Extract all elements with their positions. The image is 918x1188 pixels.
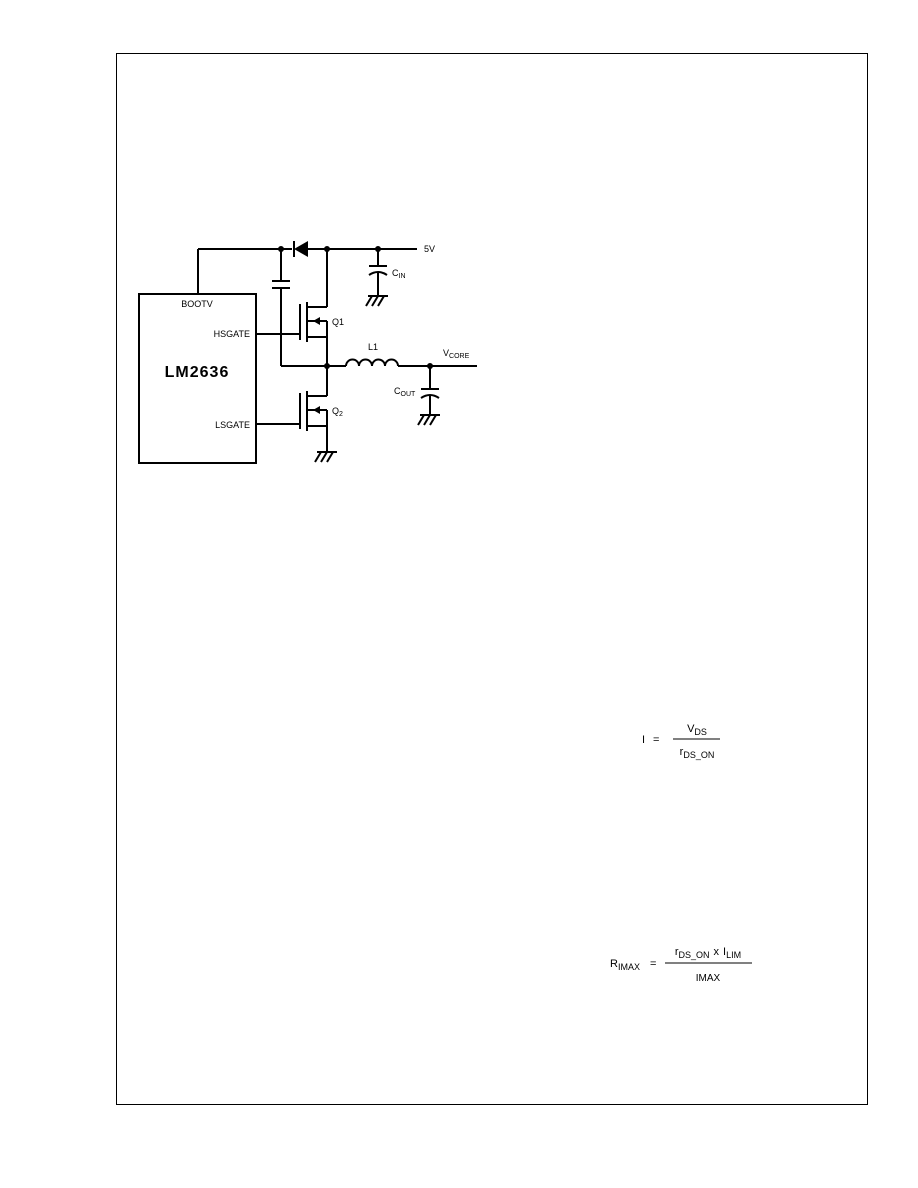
cin-ground-hatch-2 [371, 295, 379, 307]
junction-dot [375, 246, 381, 252]
vcore-label: VCORE [443, 348, 470, 360]
q2-label: Q2 [332, 406, 343, 418]
cin-ground-hatch-1 [365, 295, 373, 307]
cin-ground-hatch-3 [377, 295, 385, 307]
page-border [116, 53, 868, 1105]
eq2-operator: = [650, 958, 656, 970]
cout-ground-hatch-3 [429, 414, 437, 426]
q1-arrow [313, 317, 320, 325]
pin-bootv: BOOTV [181, 299, 213, 309]
equation-current: I = VDS rDS_ON [642, 723, 720, 760]
q2-arrow [313, 406, 320, 414]
junction-dot [324, 246, 330, 252]
pin-lsgate: LSGATE [215, 420, 250, 430]
cout-ground-hatch-1 [417, 414, 425, 426]
q2-ground-hatch-1 [314, 451, 322, 463]
diode-triangle [294, 241, 308, 257]
cin-label: CIN [392, 268, 406, 280]
q1-label: Q1 [332, 317, 344, 327]
inductor-l1 [345, 358, 399, 367]
eq2-denominator: IMAX [696, 973, 721, 984]
eq1-lhs: I [642, 734, 645, 746]
junction-dot [324, 363, 330, 369]
supply-5v-label: 5V [424, 244, 435, 254]
pin-hsgate: HSGATE [214, 329, 250, 339]
q2-ground-hatch-3 [326, 451, 334, 463]
cout-label: COUT [394, 386, 416, 398]
eq1-operator: = [653, 734, 659, 746]
inductor-label: L1 [368, 342, 378, 352]
eq1-numerator: VDS [687, 723, 707, 737]
eq1-denominator: rDS_ON [680, 746, 715, 760]
ic-name: LM2636 [165, 364, 230, 381]
eq2-lhs: RIMAX [610, 958, 640, 972]
junction-dot [427, 363, 433, 369]
cout-ground-hatch-2 [423, 414, 431, 426]
q2-ground-hatch-2 [320, 451, 328, 463]
junction-dot [278, 246, 284, 252]
